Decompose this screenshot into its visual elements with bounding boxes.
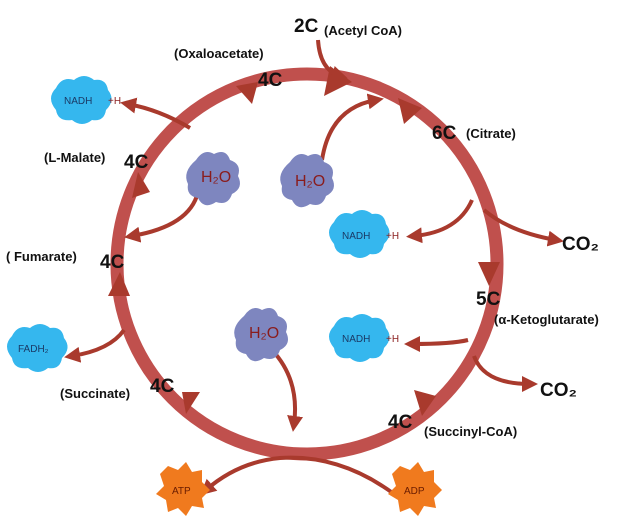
- atp-label: ATP: [172, 486, 191, 497]
- acetyl-carbon-count: 2C: [294, 16, 319, 37]
- plus-h-label: +H: [386, 334, 399, 345]
- plus-h-label: +H: [108, 96, 121, 107]
- nadh-arrow-2: [406, 199, 474, 244]
- acetyl-input-arrow: [316, 39, 348, 82]
- ring-arrowheads: [108, 66, 500, 416]
- nadh-label: NADH: [342, 334, 370, 345]
- nadh-blob: NADH +H: [329, 210, 399, 258]
- succinate-label: (Succinate): [60, 386, 130, 401]
- water-blob: H₂O: [280, 154, 334, 208]
- water-arrow-1: [124, 191, 200, 243]
- water-blob: H₂O: [234, 308, 288, 362]
- succinyl-coa-label: (Succinyl-CoA): [424, 424, 517, 439]
- nadh-label: NADH: [342, 231, 370, 242]
- acetyl-coa-label: (Acetyl CoA): [324, 23, 402, 38]
- ring-arrowhead: [236, 82, 258, 104]
- ketoglutarate-label: (α-Ketoglutarate): [494, 312, 599, 327]
- atp-arrow: [199, 455, 396, 496]
- co2-arrow-1: [482, 208, 564, 247]
- plus-h-label: +H: [386, 231, 399, 242]
- succinyl-carbon-count: 4C: [388, 412, 413, 433]
- nadh-arrow-3: [404, 335, 469, 352]
- nadh-arrow-1: [120, 97, 192, 130]
- h2o-label: H₂O: [295, 173, 325, 190]
- ketoglutarate-carbon-count: 5C: [476, 289, 501, 310]
- ring-arrowhead: [398, 98, 422, 124]
- adp-label: ADP: [404, 486, 425, 497]
- nadh-blob: NADH +H: [329, 314, 399, 362]
- fadh2-label: FADH₂: [18, 344, 49, 355]
- ring-arrowhead: [182, 392, 200, 414]
- h2o-label: H₂O: [201, 169, 231, 186]
- ring-arrowhead: [478, 262, 500, 286]
- fumarate-label: ( Fumarate): [6, 249, 77, 264]
- co2-arrow-2: [472, 355, 538, 392]
- l-malate-carbon-count: 4C: [124, 152, 149, 173]
- co2-label: CO₂: [540, 380, 577, 401]
- ring-arrowhead: [132, 172, 150, 198]
- fumarate-carbon-count: 4C: [100, 252, 125, 273]
- ring-arrowhead: [108, 272, 130, 296]
- water-blob: H₂O: [186, 152, 240, 206]
- reaction-arrows: [64, 39, 564, 496]
- fadh2-blob: FADH₂: [7, 324, 68, 372]
- citrate-carbon-count: 6C: [432, 123, 457, 144]
- oxaloacetate-label: (Oxaloacetate): [174, 46, 264, 61]
- l-malate-label: (L-Malate): [44, 150, 105, 165]
- fadh2-arrow: [64, 328, 126, 363]
- succinate-carbon-count: 4C: [150, 376, 175, 397]
- ring-arrowhead: [414, 390, 436, 416]
- water-arrow-3: [270, 348, 304, 432]
- nadh-label: NADH: [64, 96, 92, 107]
- h2o-label: H₂O: [249, 325, 279, 342]
- co2-label: CO₂: [562, 234, 599, 255]
- atp-blob: ATP: [156, 462, 210, 516]
- adp-blob: ADP: [388, 462, 442, 516]
- citrate-label: (Citrate): [466, 126, 516, 141]
- oxaloacetate-carbon-count: 4C: [258, 70, 283, 91]
- nadh-blob: NADH +H: [51, 76, 121, 124]
- water-arrow-2: [320, 93, 384, 161]
